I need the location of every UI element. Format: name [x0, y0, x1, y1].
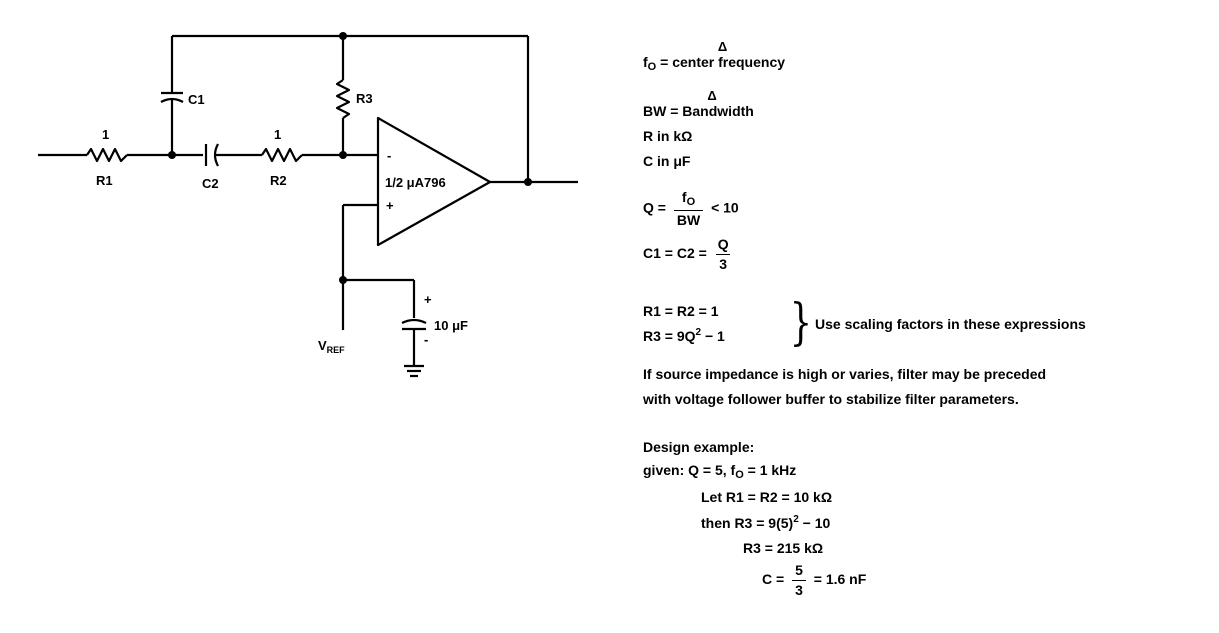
design-then-line: then R3 = 9(5)2 − 10 [701, 514, 831, 531]
c1-name-label: C1 [188, 92, 205, 107]
curly-brace: } [789, 293, 813, 351]
junction-dot [339, 276, 347, 284]
vref-label: VREF [318, 338, 345, 355]
opamp-label: 1/2 μA796 [385, 175, 446, 190]
r1-name-label: R1 [96, 173, 113, 188]
opamp-triangle [376, 116, 492, 247]
fo-definition: fO Δ= center frequency [643, 39, 786, 73]
bypass-cap-value-label: 10 μF [434, 318, 468, 333]
scaling-note: Use scaling factors in these expressions [815, 316, 1086, 332]
source-impedance-note-line2: with voltage follower buffer to stabiliz… [643, 391, 1019, 407]
c-unit-note: C in μF [643, 153, 691, 169]
c1-plate-bottom [160, 97, 184, 103]
source-impedance-note-line1: If source impedance is high or varies, f… [643, 366, 1047, 382]
r1-resistor [86, 147, 128, 163]
c2-plate-right [213, 143, 219, 167]
r2-value-label: 1 [274, 127, 281, 142]
r3-equation: R3 = 9Q2 − 1 [643, 327, 725, 344]
junction-dot [524, 178, 532, 186]
r-unit-note: R in kΩ [643, 128, 693, 144]
r2-resistor [261, 147, 303, 163]
r3-resistor [335, 79, 351, 119]
bandpass-filter-schematic: 1 R1 C1 C2 1 R2 R3 1/2 μA796 - + VREF 10… [38, 32, 578, 378]
noninverting-input-sign: + [386, 198, 394, 213]
delta-symbol: Δ [707, 88, 717, 103]
bw-definition: BW Δ= Bandwidth [643, 88, 754, 119]
design-let-line: Let R1 = R2 = 10 kΩ [701, 489, 833, 505]
r3-name-label: R3 [356, 91, 373, 106]
bypass-cap-plate-top [401, 318, 427, 324]
junction-dot [168, 151, 176, 159]
junction-dot [339, 32, 347, 40]
inverting-input-sign: - [387, 148, 391, 163]
design-r3-result: R3 = 215 kΩ [743, 540, 824, 556]
design-given-line: given: Q = 5, fO = 1 kHz [643, 462, 797, 481]
r1r2-equation: R1 = R2 = 1 [643, 303, 719, 319]
design-example-title: Design example: [643, 439, 755, 455]
r2-name-label: R2 [270, 173, 287, 188]
delta-symbol: Δ [717, 39, 728, 54]
c2-name-label: C2 [202, 176, 219, 191]
junction-dot [339, 151, 347, 159]
bypass-cap-minus-sign: - [424, 332, 428, 347]
r1-value-label: 1 [102, 127, 109, 142]
bypass-cap-plus-sign: + [424, 292, 432, 307]
